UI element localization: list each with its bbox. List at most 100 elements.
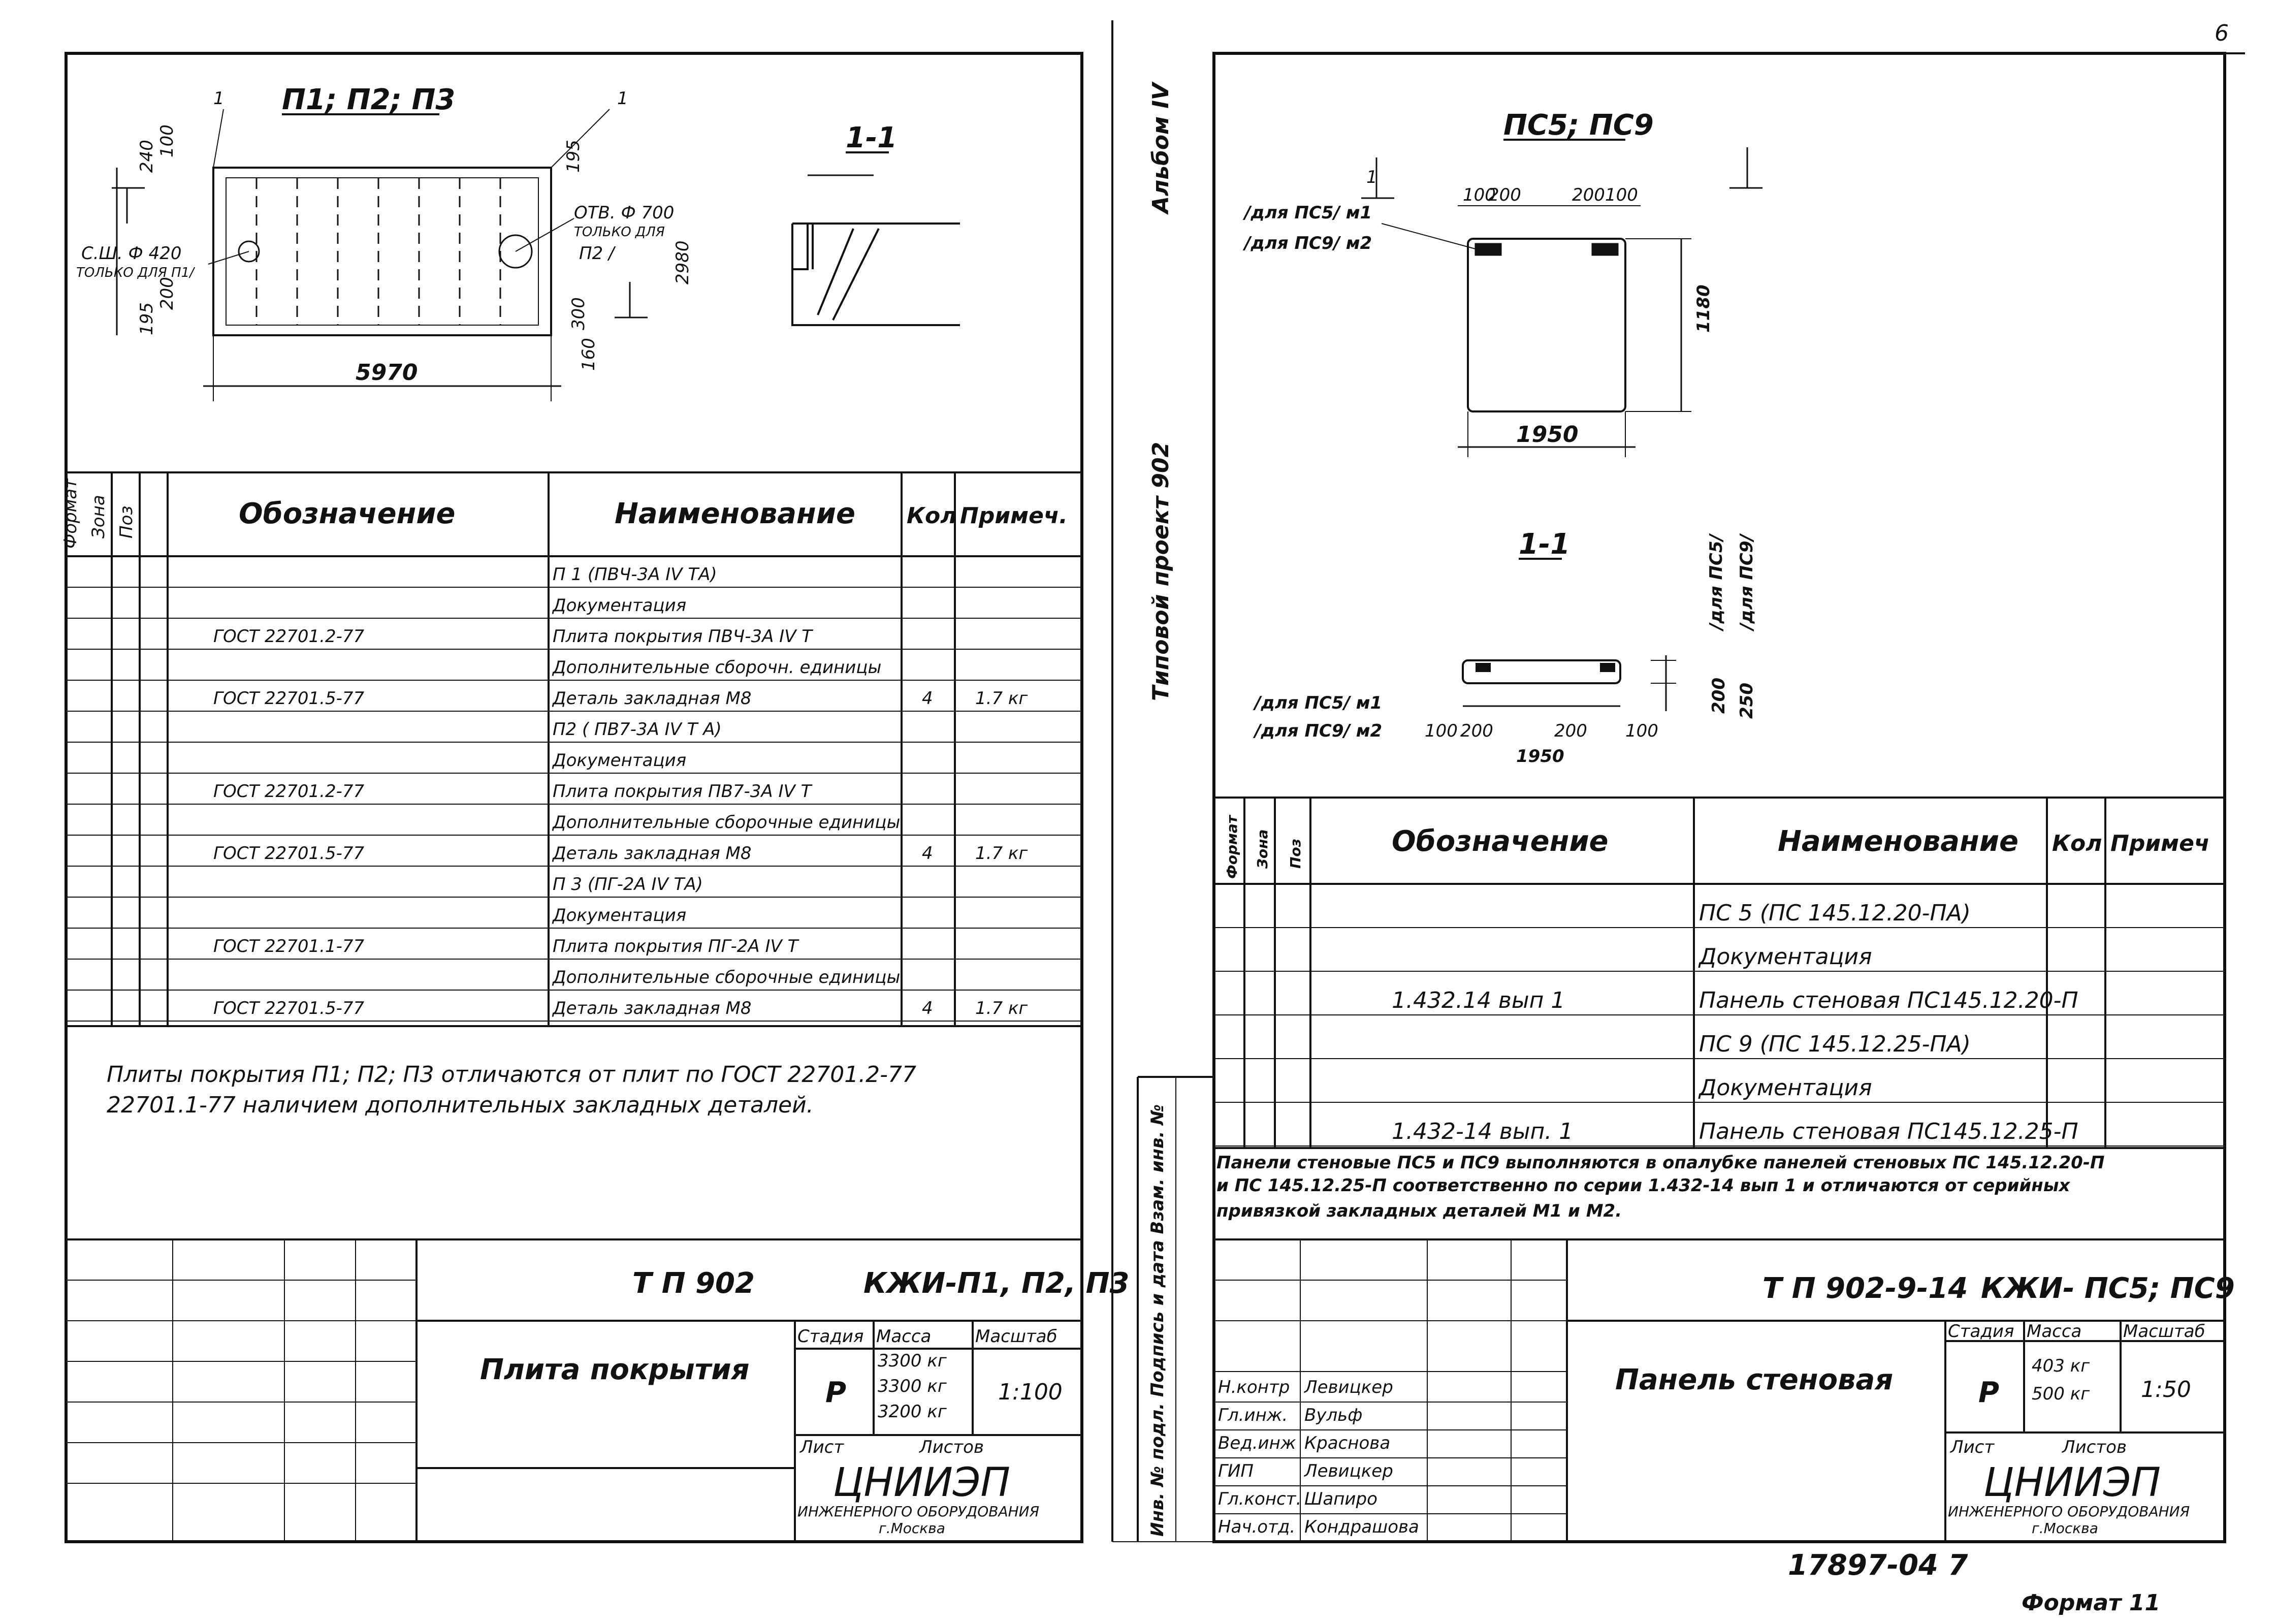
cell-qty: 4 <box>922 998 933 1018</box>
cell-code: 1.432.14 вып 1 <box>1392 988 1565 1013</box>
cell-name: Документация <box>552 905 686 926</box>
svg-text:500 кг: 500 кг <box>2032 1384 2090 1404</box>
cell-note: 1.7 кг <box>975 843 1028 864</box>
left-section-title: 1-1 <box>846 121 897 154</box>
svg-text:Кол: Кол <box>907 503 956 529</box>
cell-name: Плита покрытия ПГ-2А IV Т <box>553 936 799 957</box>
svg-text:Инв. № подл. Подпись и дата: Инв. № подл. Подпись и дата Взам. инв. № <box>1147 1104 1168 1537</box>
svg-text:/для ПС9/: /для ПС9/ <box>1737 533 1757 632</box>
left-spec-table: Формат Зона Поз Обозначение Наименование… <box>60 471 1082 1027</box>
svg-text:100: 100 <box>1605 185 1638 205</box>
svg-text:200: 200 <box>1488 185 1521 205</box>
cell-name: П 1 (ПВЧ-3А IV ТА) <box>553 564 717 585</box>
stamp-role: Нач.отд. <box>1218 1517 1295 1537</box>
cell-qty: 4 <box>922 843 933 864</box>
footer-format: Формат 11 <box>2022 1590 2160 1616</box>
table-row: ПС 9 (ПС 145.12.25-ПА) <box>1214 1031 2225 1059</box>
svg-text:1180: 1180 <box>1693 284 1714 333</box>
col-designation: Обозначение <box>239 497 456 530</box>
svg-text:300: 300 <box>568 297 589 330</box>
svg-text:/для ПС9/ м2: /для ПС9/ м2 <box>1242 233 1372 253</box>
svg-text:Формат: Формат <box>60 478 81 549</box>
cell-code: 1.432-14 вып. 1 <box>1392 1119 1573 1144</box>
svg-text:/для ПС5/ м1: /для ПС5/ м1 <box>1242 203 1372 223</box>
svg-text:Листов: Листов <box>2061 1437 2127 1457</box>
svg-text:2980: 2980 <box>672 240 693 284</box>
svg-text:Масса: Масса <box>2027 1321 2081 1342</box>
left-note-2: 22701.1-77 наличием дополнительных закла… <box>107 1092 814 1118</box>
left-section-view: 1-1 <box>791 121 960 326</box>
svg-text:Зона: Зона <box>1254 830 1271 869</box>
right-plan-view: ПС5; ПС9 1950 1180 100 200 200 100 /для … <box>1242 109 1762 457</box>
table-row: Документация <box>1214 944 2225 972</box>
cell-name: Плита покрытия ПВ7-3А IV Т <box>553 781 813 802</box>
cell-name: П 3 (ПГ-2А IV ТА) <box>553 874 703 895</box>
right-side-stamp: Инв. № подл. Подпись и дата Взам. инв. № <box>1112 1076 1214 1542</box>
svg-text:/для ПС9/ м2: /для ПС9/ м2 <box>1253 721 1382 741</box>
svg-text:1: 1 <box>1366 167 1377 187</box>
stamp-role: Н.контр <box>1218 1377 1290 1397</box>
svg-text:100: 100 <box>1625 721 1658 741</box>
cell-name: Деталь закладная М8 <box>552 998 752 1018</box>
svg-text:Поз: Поз <box>1287 839 1304 869</box>
svg-text:1: 1 <box>617 88 628 109</box>
left-plan-view: П1; П2; П3 5970 240 100 195 200 195 300 <box>76 83 693 401</box>
table-row: П2 ( ПВ7-3А IV Т А) <box>66 719 1082 743</box>
right-stamp-code: Т П 902-9-14 <box>1762 1272 1968 1305</box>
cell-code: ГОСТ 22701.5-77 <box>213 998 365 1018</box>
r-col-name: Наименование <box>1778 825 2018 858</box>
col-name: Наименование <box>615 497 855 530</box>
svg-text:С.Ш. Ф 420: С.Ш. Ф 420 <box>81 243 182 264</box>
page-number: 6 <box>2215 20 2229 46</box>
svg-text:200: 200 <box>1460 721 1493 741</box>
svg-text:Листов: Листов <box>918 1437 984 1457</box>
cell-name: Дополнительные сборочные единицы <box>552 812 900 833</box>
table-row: 1.432-14 вып. 1 Панель стеновая ПС145.12.… <box>1214 1119 2225 1147</box>
svg-text:100: 100 <box>1425 721 1458 741</box>
slab-outline <box>212 167 552 336</box>
svg-text:3300 кг: 3300 кг <box>878 1351 947 1371</box>
right-note-2: и ПС 145.12.25-П соответственно по серии… <box>1216 1175 2070 1196</box>
hole-left <box>238 240 260 263</box>
table-row: Дополнительные сборочные единицы <box>66 812 1082 836</box>
cell-name: ПС 9 (ПС 145.12.25-ПА) <box>1699 1031 1971 1057</box>
table-row: Дополнительные сборочные единицы <box>66 967 1082 991</box>
panel-section <box>1462 659 1621 684</box>
svg-text:Лист: Лист <box>1949 1437 1995 1457</box>
stamp-name: Левицкер <box>1303 1377 1393 1397</box>
dim-width: 1950 <box>1516 422 1578 448</box>
svg-text:200: 200 <box>1572 185 1605 205</box>
svg-text:1: 1 <box>213 88 225 109</box>
left-stamp-title: Плита покрытия <box>480 1353 749 1386</box>
svg-text:ТОЛЬКО ДЛЯ П1/: ТОЛЬКО ДЛЯ П1/ <box>76 265 196 280</box>
svg-text:П2 /: П2 / <box>579 243 616 264</box>
cell-name: Панель стеновая ПС145.12.25-П <box>1699 1119 2078 1144</box>
svg-text:/для ПС5/: /для ПС5/ <box>1706 533 1726 632</box>
cell-name: Документация <box>1698 1075 1872 1101</box>
svg-text:403 кг: 403 кг <box>2032 1356 2090 1376</box>
right-sheet: 6 Типовой проект 902 Альбом IV Инв. № по… <box>1111 20 2245 1543</box>
dim-length: 5970 <box>356 360 418 386</box>
svg-text:Формат: Формат <box>1224 814 1240 879</box>
right-note-1: Панели стеновые ПС5 и ПС9 выполняются в … <box>1216 1153 2104 1173</box>
hole-right <box>498 234 533 269</box>
right-section-title: 1-1 <box>1519 528 1570 561</box>
svg-text:Масштаб: Масштаб <box>2123 1321 2205 1342</box>
svg-text:ТОЛЬКО ДЛЯ: ТОЛЬКО ДЛЯ <box>574 225 665 240</box>
stamp-role: Вед.инж <box>1218 1433 1296 1453</box>
cell-note: 1.7 кг <box>975 688 1028 709</box>
svg-text:3200 кг: 3200 кг <box>878 1402 947 1422</box>
svg-text:Примеч.: Примеч. <box>960 503 1068 529</box>
left-drawing-title: П1; П2; П3 <box>282 83 455 116</box>
cell-code: ГОСТ 22701.1-77 <box>213 936 365 957</box>
cell-name: Дополнительные сборочные единицы <box>552 967 900 988</box>
right-stamp-title: Панель стеновая <box>1615 1363 1893 1396</box>
side-album-label: Альбом IV <box>1148 81 1174 215</box>
left-note-1: Плиты покрытия П1; П2; П3 отличаются от … <box>107 1062 916 1088</box>
